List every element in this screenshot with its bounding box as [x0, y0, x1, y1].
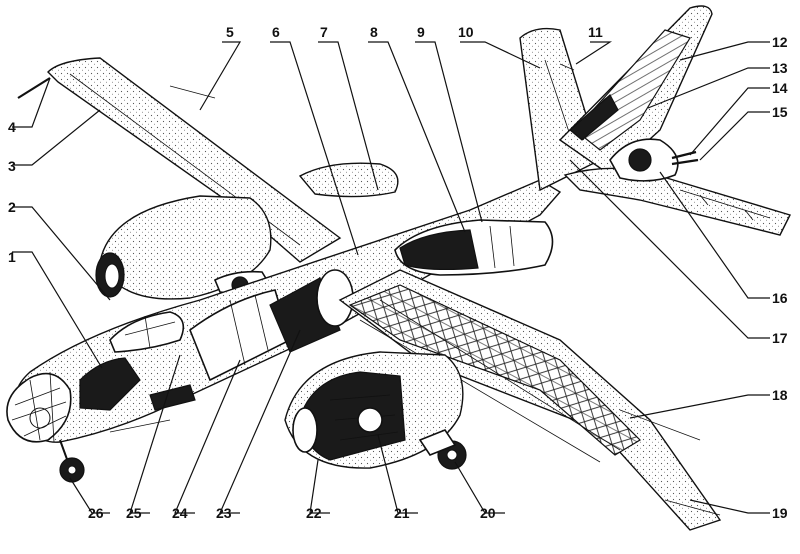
callout-2: 2 [8, 199, 16, 215]
callout-10: 10 [458, 24, 474, 40]
callout-23: 23 [216, 505, 232, 521]
nose-gear [59, 439, 85, 483]
callout-24: 24 [172, 505, 188, 521]
callout-5: 5 [226, 24, 234, 40]
right-engine-nacelle [284, 351, 467, 470]
vertical-fin [519, 27, 601, 192]
callout-6: 6 [272, 24, 280, 40]
callout-20: 20 [480, 505, 496, 521]
left-engine-nacelle [95, 195, 272, 300]
horizontal-stabilizer [563, 167, 791, 236]
callout-26: 26 [88, 505, 104, 521]
callout-21: 21 [394, 505, 410, 521]
callout-8: 8 [370, 24, 378, 40]
callout-1: 1 [8, 249, 16, 265]
callout-labels: 1 2 3 4 5 6 7 8 9 10 11 12 13 14 15 16 1… [8, 24, 788, 521]
callout-9: 9 [417, 24, 425, 40]
callout-4: 4 [8, 119, 16, 135]
callout-15: 15 [772, 104, 788, 120]
tail-turret [609, 138, 699, 182]
callout-7: 7 [320, 24, 328, 40]
callout-3: 3 [8, 158, 16, 174]
callout-11: 11 [588, 24, 603, 40]
right-wing [338, 269, 722, 531]
callout-12: 12 [772, 34, 788, 50]
pitot-probe [17, 77, 51, 99]
callout-16: 16 [772, 290, 788, 306]
callout-19: 19 [772, 505, 788, 521]
callout-14: 14 [772, 80, 788, 96]
callout-13: 13 [772, 60, 788, 76]
callout-25: 25 [126, 505, 142, 521]
wing-fairing [298, 162, 399, 198]
leader-lines [12, 41, 770, 514]
callout-18: 18 [772, 387, 788, 403]
tail-structure [558, 5, 713, 176]
callout-17: 17 [772, 330, 788, 346]
callout-22: 22 [306, 505, 322, 521]
